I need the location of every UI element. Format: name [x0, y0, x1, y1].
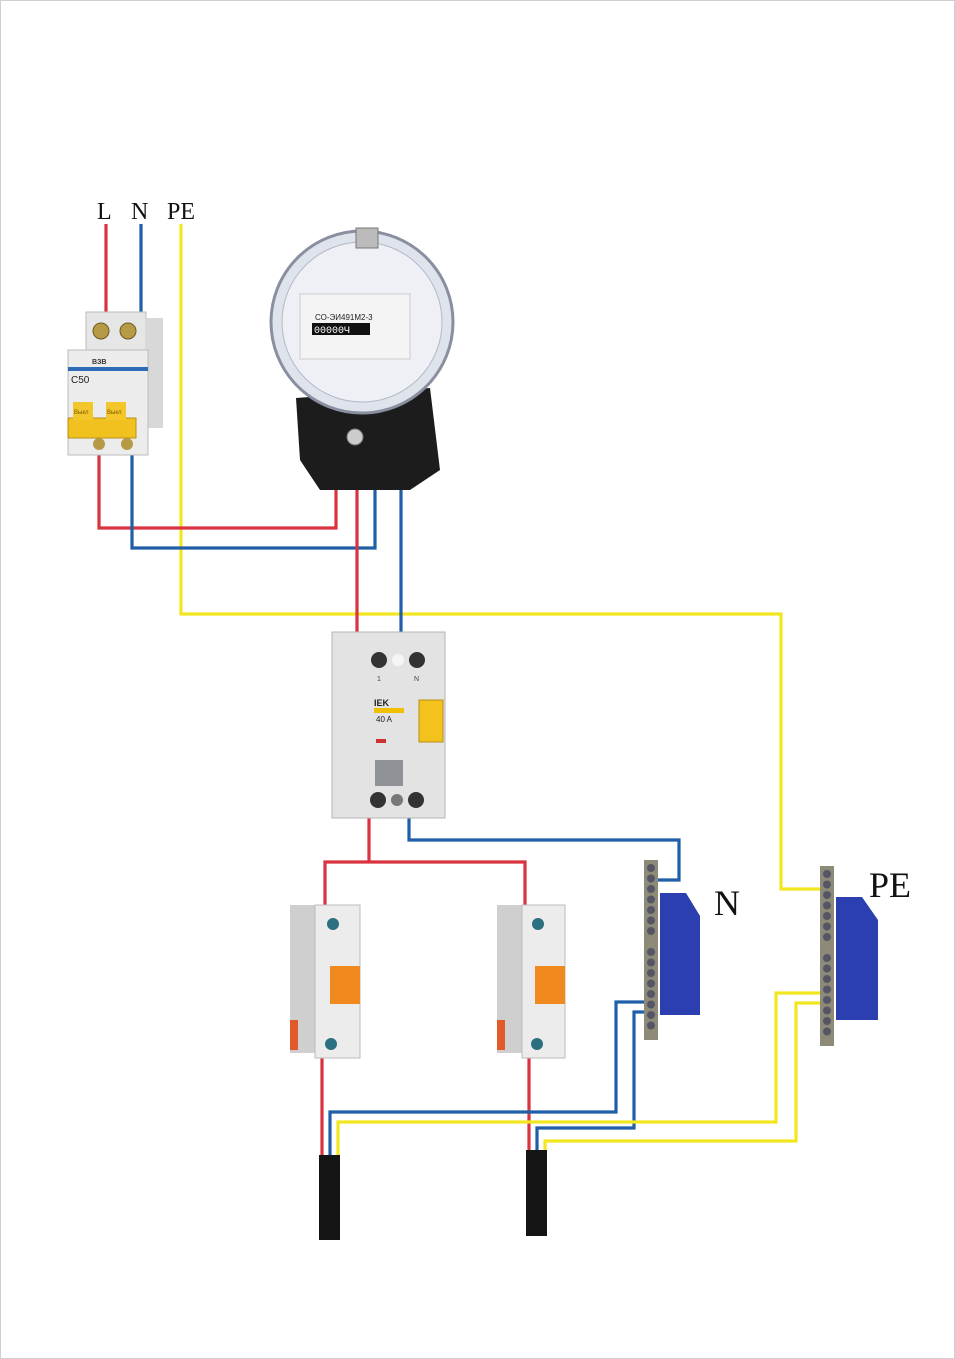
wire-n-out-2 — [535, 1010, 650, 1151]
rcd-handle[interactable] — [418, 699, 444, 743]
main-breaker-rating: C50 — [71, 375, 90, 386]
bus-screw — [823, 912, 831, 920]
main-breaker-brand: ВЗВ — [92, 359, 106, 366]
output-cable-2 — [526, 1150, 547, 1236]
output-cable-1 — [319, 1155, 340, 1240]
bus-screw — [647, 927, 655, 935]
rcd-terminal-1: 1 — [377, 676, 381, 683]
mcb-2 — [497, 904, 566, 1059]
rcd: 1 N IEK 40 A — [331, 631, 446, 819]
bus-screw — [647, 979, 655, 988]
label-n: N — [131, 199, 148, 225]
bus-screw — [823, 1017, 831, 1025]
bus-screw — [647, 874, 655, 883]
wire-l-split — [323, 860, 527, 905]
wire-pe-out-2 — [543, 1001, 824, 1151]
bus-screw — [647, 1011, 655, 1019]
wires — [97, 224, 824, 1156]
bus-screw — [647, 895, 655, 904]
wire-n-rcd-bus — [407, 816, 681, 882]
earth-busbar — [820, 866, 878, 1046]
bus-screw — [823, 996, 831, 1004]
bus-screw — [823, 1027, 831, 1036]
bus-screw — [823, 954, 831, 962]
mcb-2-handle[interactable] — [535, 966, 565, 1004]
label-l: L — [97, 199, 112, 225]
main-breaker: ВЗВ C50 Выкл Выкл — [67, 311, 163, 456]
wire-n-out-1 — [328, 1000, 650, 1156]
earth-bus-label: PE — [869, 865, 911, 905]
wire-pe-out-1 — [336, 991, 824, 1156]
meter-model: СО-ЭИ491М2-3 — [315, 313, 373, 322]
bus-screw — [823, 891, 831, 899]
mcb-1-handle[interactable] — [330, 966, 360, 1004]
bus-screw — [647, 948, 655, 956]
meter-counter: 00000Ч — [314, 326, 350, 337]
wire-pe-main — [179, 224, 820, 891]
bus-screw — [823, 870, 831, 878]
bus-screw — [823, 922, 831, 931]
bus-screw — [823, 985, 831, 994]
bus-screw — [647, 885, 655, 893]
electricity-meter: СО-ЭИ491М2-3 00000Ч — [269, 227, 455, 490]
bus-screw — [823, 1006, 831, 1015]
bus-screw — [823, 964, 831, 973]
bus-screw — [647, 916, 655, 925]
mcb-1 — [290, 904, 361, 1059]
rcd-brand: IEK — [374, 698, 390, 708]
neutral-busbar — [644, 860, 700, 1040]
handle-label-right: Выкл — [107, 410, 122, 416]
handle-label-left: Выкл — [74, 410, 89, 416]
bus-screw — [647, 969, 655, 977]
bus-screw — [647, 958, 655, 967]
bus-screw — [647, 864, 655, 872]
bus-screw — [647, 1021, 655, 1030]
wire-n-breaker-meter — [130, 452, 377, 550]
rcd-terminal-n: N — [414, 676, 419, 683]
bus-screw — [823, 880, 831, 889]
rcd-rating: 40 A — [376, 715, 393, 724]
bus-screw — [823, 933, 831, 941]
wire-l-breaker-meter — [97, 452, 338, 530]
main-breaker-handle[interactable] — [67, 417, 137, 439]
bus-screw — [823, 975, 831, 983]
bus-screw — [647, 906, 655, 914]
neutral-bus-label: N — [714, 883, 740, 923]
label-pe: PE — [167, 199, 195, 225]
bus-screw — [647, 1000, 655, 1009]
bus-screw — [647, 990, 655, 998]
bus-screw — [823, 901, 831, 910]
